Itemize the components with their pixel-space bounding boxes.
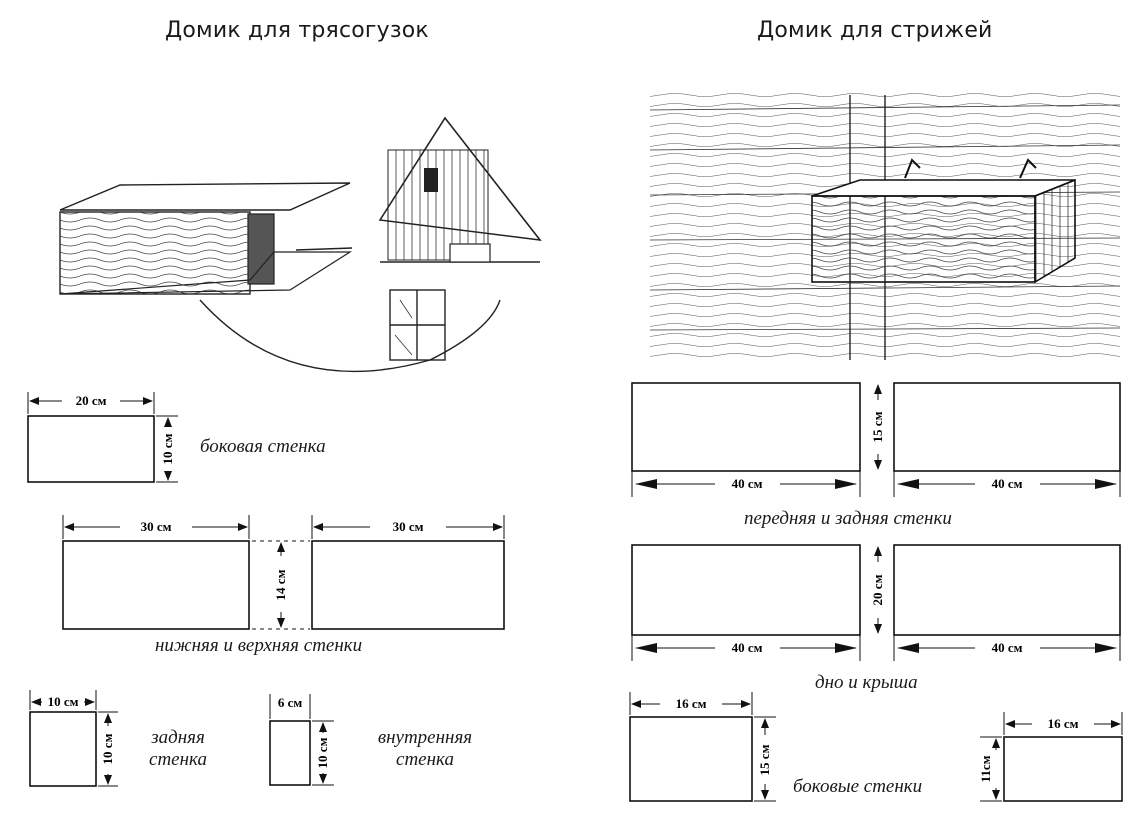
back-wall-width-label-right: 40 см xyxy=(992,476,1023,491)
inner-wall-caption-line2: стенка xyxy=(396,749,454,770)
wagtail-house-illustration xyxy=(59,116,542,373)
swift-side-wall-panel-2 xyxy=(980,712,1123,802)
side-wall-caption: боковая стенка xyxy=(200,436,326,457)
bottom-top-walls-panel xyxy=(62,515,505,630)
bottom-top-height-label: 14 см xyxy=(273,569,288,600)
floor-roof-caption: дно и крыша xyxy=(815,672,918,693)
swift-side-wall-panel-1 xyxy=(629,692,776,802)
floor-width-label: 40 см xyxy=(732,640,763,655)
wagtail-house-title: Домик для трясогузок xyxy=(165,18,429,43)
front-back-walls-caption: передняя и задняя стенки xyxy=(744,508,952,529)
swift-side-wall-2-width-label: 16 см xyxy=(1048,716,1079,731)
side-walls-caption: боковые стенки xyxy=(793,776,923,797)
swift-side-wall-1-width-label: 16 см xyxy=(676,696,707,711)
floor-roof-height-label: 20 см xyxy=(870,574,885,605)
back-wall-panel xyxy=(29,690,118,787)
swift-house-title: Домик для стрижей xyxy=(757,18,993,43)
swift-side-wall-1-height-label: 15 см xyxy=(757,744,772,775)
swift-side-wall-2-height-label: 11см xyxy=(978,755,993,782)
back-wall-caption-line1: задняя xyxy=(151,727,205,748)
roof-width-label: 40 см xyxy=(992,640,1023,655)
side-wall-width-label: 20 см xyxy=(76,393,107,408)
front-back-height-label: 15 см xyxy=(870,411,885,442)
front-wall-width-label: 40 см xyxy=(732,476,763,491)
back-wall-height-label: 10 см xyxy=(100,733,115,764)
inner-wall-height-label: 10 см xyxy=(315,737,330,768)
side-wall-panel xyxy=(27,392,178,483)
top-wall-width-label: 30 см xyxy=(393,519,424,534)
inner-wall-caption: внутренняя стенка xyxy=(360,727,490,771)
floor-roof-panel xyxy=(631,544,1121,661)
bottom-top-walls-caption: нижняя и верхняя стенки xyxy=(155,635,363,656)
back-wall-width-label: 10 см xyxy=(48,694,79,709)
back-wall-caption-line2: стенка xyxy=(149,749,207,770)
side-wall-height-label: 10 см xyxy=(160,433,175,464)
inner-wall-width-label: 6 см xyxy=(278,695,303,710)
front-back-walls-panel xyxy=(631,382,1121,497)
inner-wall-panel xyxy=(269,694,334,786)
bottom-wall-width-label: 30 см xyxy=(141,519,172,534)
inner-wall-caption-line1: внутренняя xyxy=(377,727,473,748)
swift-house-illustration xyxy=(649,90,1121,360)
back-wall-caption: задняя стенка xyxy=(138,727,218,771)
